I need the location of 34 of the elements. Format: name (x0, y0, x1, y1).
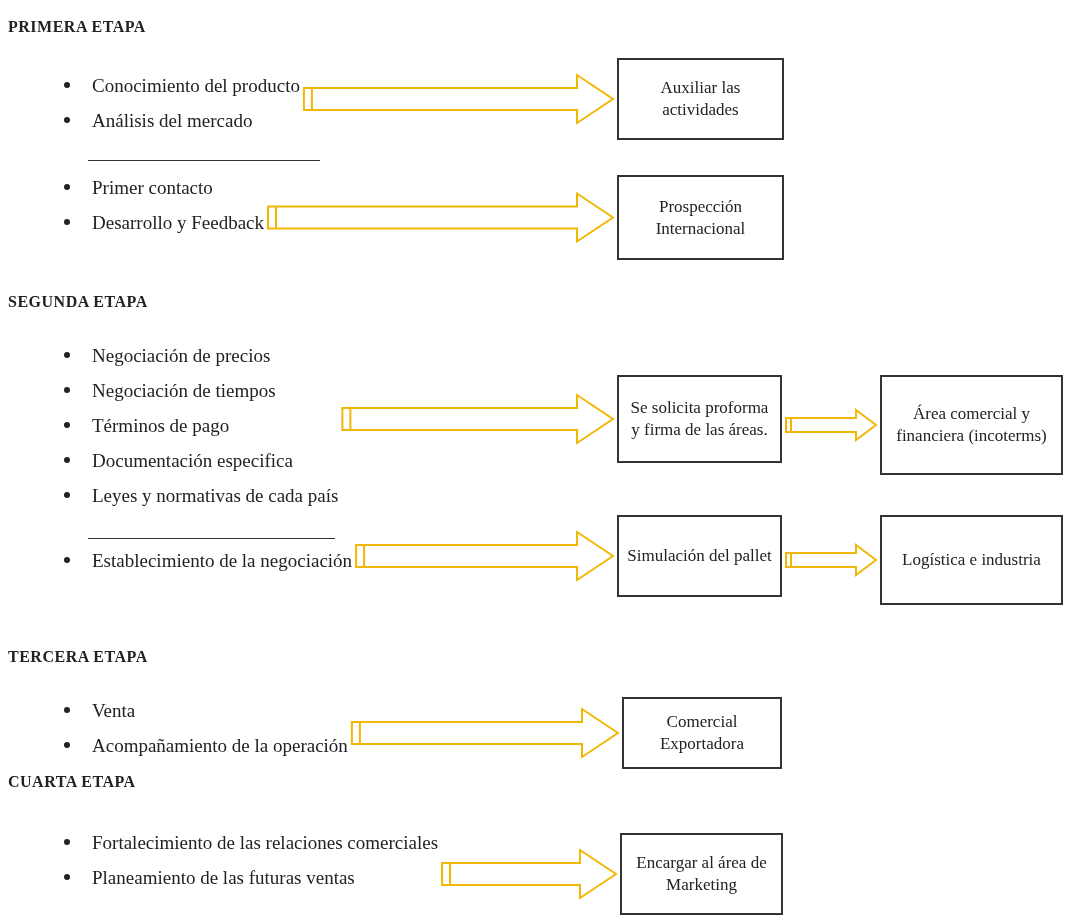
stage-heading: PRIMERA ETAPA (8, 18, 146, 36)
process-box: Área comercial y financiera (incoterms) (880, 375, 1063, 475)
process-box: Prospección Internacional (617, 175, 784, 260)
block-arrow (350, 707, 620, 759)
bullet-text: Fortalecimiento de las relaciones comerciales (92, 832, 439, 853)
stage-heading: SEGUNDA ETAPA (8, 293, 148, 311)
block-arrow (302, 73, 615, 125)
bullet-text: Análisis del mercado (92, 110, 253, 131)
bullet-text: Planeamiento de las futuras ventas (92, 867, 355, 888)
block-arrow (441, 848, 618, 900)
process-box: Comercial Exportadora (622, 697, 782, 769)
bullet-text: Negociación de tiempos (92, 380, 276, 401)
block-arrow (341, 393, 615, 445)
block-arrow (355, 530, 615, 582)
bullet-text: Primer contacto (92, 177, 213, 198)
process-box: Se solicita proforma y firma de las áreas. (617, 375, 782, 463)
process-box: Simulación del pallet (617, 515, 782, 597)
block-arrow (267, 191, 615, 244)
bullet-text: Conocimiento del producto (92, 75, 300, 96)
bullet-text: Negociación de precios (92, 345, 271, 366)
bullet-text: Desarrollo y Feedback (92, 212, 264, 233)
process-box: Auxiliar las actividades (617, 58, 784, 140)
process-box: Encargar al área de Marketing (620, 833, 783, 915)
bullet-text: Establecimiento de la negociación (92, 550, 353, 571)
bullet-text: Leyes y normativas de cada país (92, 485, 339, 506)
block-arrow (785, 408, 878, 442)
stage-heading: CUARTA ETAPA (8, 773, 136, 791)
process-box: Logística e industria (880, 515, 1063, 605)
stage-heading: TERCERA ETAPA (8, 648, 148, 666)
bullet-text: Documentación especifica (92, 450, 293, 471)
block-arrow (785, 543, 878, 577)
bullet-text: Acompañamiento de la operación (92, 735, 348, 756)
bullet-text: Términos de pago (92, 415, 230, 436)
bullet-text: Venta (92, 700, 136, 721)
